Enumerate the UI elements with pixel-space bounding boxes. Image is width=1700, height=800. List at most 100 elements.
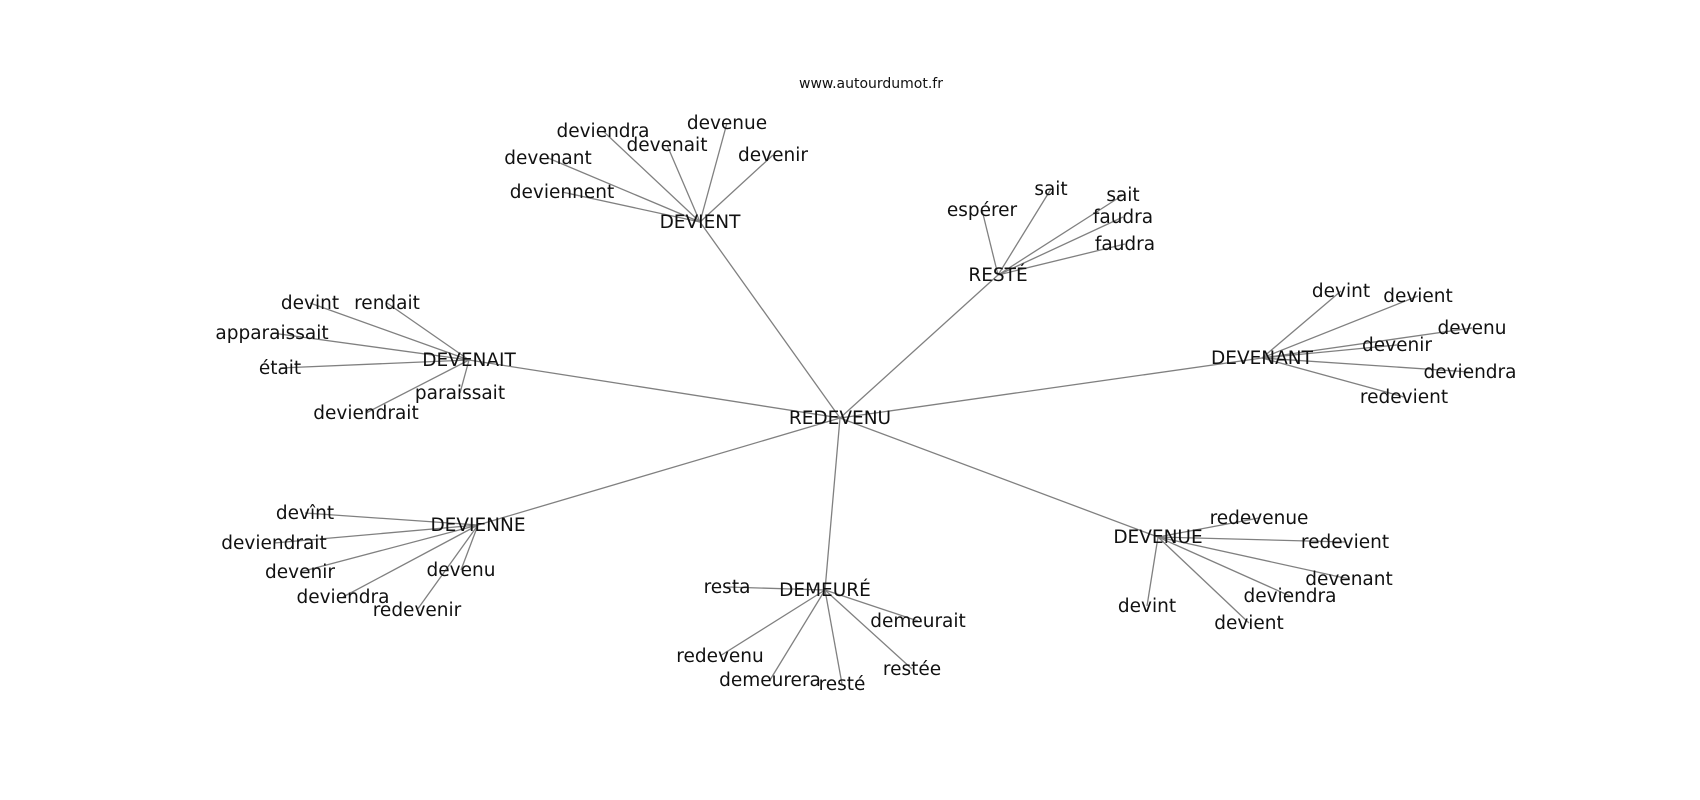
leaf-word-label: deviendrait [221, 533, 326, 554]
leaf-word-label: restée [883, 659, 941, 680]
edge-hub-0-leaf-5 [561, 191, 701, 223]
leaf-word-label: resta [704, 577, 751, 598]
edge-hub-0-leaf-1 [699, 122, 728, 223]
edge-hub-5-leaf-1 [824, 589, 919, 622]
edge-hub-3-leaf-5 [1261, 357, 1405, 398]
leaf-word-label: devenant [1305, 569, 1393, 590]
cluster-node-label: DEVENANT [1211, 348, 1314, 369]
edge-hub-5-leaf-0 [726, 586, 826, 591]
edge-center-to-4 [477, 417, 841, 526]
leaf-word-label: deviendra [1423, 362, 1516, 383]
edge-hub-3-leaf-0 [1261, 290, 1342, 359]
edge-hub-5-leaf-4 [769, 589, 826, 681]
site-url-label: www.autourdumot.fr [799, 76, 943, 92]
leaf-word-label: faudra [1093, 207, 1153, 228]
leaf-word-label: devint [281, 293, 339, 314]
leaf-word-label: redevenir [373, 600, 462, 621]
leaf-word-label: rendait [354, 293, 420, 314]
leaf-word-label: paraissait [415, 383, 505, 404]
edge-hub-4-leaf-5 [416, 524, 479, 611]
leaf-word-label: devenu [427, 560, 496, 581]
leaf-word-label: devenir [738, 145, 808, 166]
edge-hub-0-leaf-0 [602, 130, 701, 223]
leaf-word-label: était [259, 358, 301, 379]
leaf-word-label: deviendra [556, 121, 649, 142]
edge-hub-6-leaf-1 [1157, 536, 1346, 543]
edge-hub-6-leaf-0 [1157, 517, 1260, 538]
edge-hub-3-leaf-1 [1261, 295, 1419, 359]
leaf-word-label: devient [1383, 286, 1453, 307]
edge-hub-4-leaf-3 [460, 524, 479, 571]
leaf-word-label: devint [1312, 281, 1370, 302]
leaf-word-label: redevenue [1210, 508, 1309, 529]
cluster-node-label: RESTÉ [968, 264, 1027, 286]
edge-hub-4-leaf-1 [273, 524, 479, 544]
leaf-word-label: faudra [1095, 234, 1155, 255]
leaf-word-label: devenir [265, 562, 335, 583]
leaf-word-label: apparaissait [215, 323, 328, 344]
edge-center-to-1 [839, 274, 999, 419]
edge-hub-1-leaf-4 [997, 243, 1126, 276]
edge-center-to-6 [839, 417, 1159, 538]
leaf-word-label: devînt [276, 503, 334, 524]
edge-hub-4-leaf-0 [304, 512, 479, 526]
edge-hub-1-leaf-1 [997, 188, 1052, 276]
leaf-word-label: deviennent [510, 182, 614, 203]
center-node-label: REDEVENU [789, 408, 891, 429]
graph-edges [271, 122, 1473, 685]
leaf-word-label: demeurera [719, 670, 821, 691]
leaf-word-label: devenant [504, 148, 592, 169]
edge-hub-2-leaf-4 [459, 359, 470, 394]
edge-hub-6-leaf-2 [1157, 536, 1350, 580]
leaf-word-label: devenir [1362, 335, 1432, 356]
cluster-node-label: DEVIENT [660, 212, 742, 233]
cluster-node-label: DEVENAIT [422, 350, 516, 371]
edge-hub-6-leaf-5 [1157, 536, 1250, 624]
edge-hub-1-leaf-0 [981, 209, 999, 276]
edge-hub-4-leaf-4 [342, 524, 479, 598]
edge-center-to-3 [839, 357, 1263, 419]
edge-hub-5-leaf-5 [824, 589, 843, 685]
leaf-word-label: espérer [947, 200, 1018, 221]
edge-hub-6-leaf-3 [1157, 536, 1291, 597]
edge-hub-0-leaf-2 [666, 144, 701, 223]
edge-hub-1-leaf-3 [997, 216, 1124, 276]
leaf-word-label: redevient [1301, 532, 1389, 553]
edge-hub-1-leaf-2 [997, 194, 1124, 276]
leaf-word-label: devenue [687, 113, 767, 134]
edge-hub-4-leaf-2 [299, 524, 479, 573]
leaf-word-label: demeurait [870, 611, 966, 632]
edge-hub-2-leaf-2 [271, 332, 470, 361]
edge-center-to-5 [824, 417, 841, 591]
cluster-node-label: DEVIENNE [430, 515, 525, 536]
leaf-word-label: deviendra [1243, 586, 1336, 607]
leaf-word-label: resté [819, 674, 866, 695]
cluster-node-label: DEMEURÉ [779, 579, 871, 601]
leaf-word-label: sait [1034, 179, 1067, 200]
edge-hub-3-leaf-2 [1261, 327, 1473, 359]
leaf-word-label: redevient [1360, 387, 1448, 408]
leaf-word-label: deviendrait [313, 403, 418, 424]
edge-hub-0-leaf-3 [699, 154, 774, 223]
edge-hub-6-leaf-4 [1146, 536, 1159, 607]
edge-hub-2-leaf-0 [386, 302, 470, 361]
edge-hub-0-leaf-4 [547, 157, 701, 223]
cluster-node-label: DEVENUE [1113, 527, 1202, 548]
edge-hub-2-leaf-3 [279, 359, 470, 369]
leaf-word-label: deviendra [296, 587, 389, 608]
edge-hub-3-leaf-3 [1261, 344, 1398, 359]
leaf-word-label: devient [1214, 613, 1284, 634]
leaf-word-label: sait [1106, 185, 1139, 206]
edge-hub-5-leaf-2 [719, 589, 826, 657]
edge-center-to-0 [699, 221, 841, 419]
edge-center-to-2 [468, 359, 841, 419]
leaf-word-label: redevenu [676, 646, 764, 667]
leaf-word-label: devint [1118, 596, 1176, 617]
edge-hub-3-leaf-4 [1261, 357, 1471, 373]
edge-hub-2-leaf-5 [365, 359, 470, 414]
edge-hub-5-leaf-3 [824, 589, 913, 670]
edge-hub-2-leaf-1 [309, 302, 470, 361]
leaf-word-label: devenu [1438, 318, 1507, 339]
